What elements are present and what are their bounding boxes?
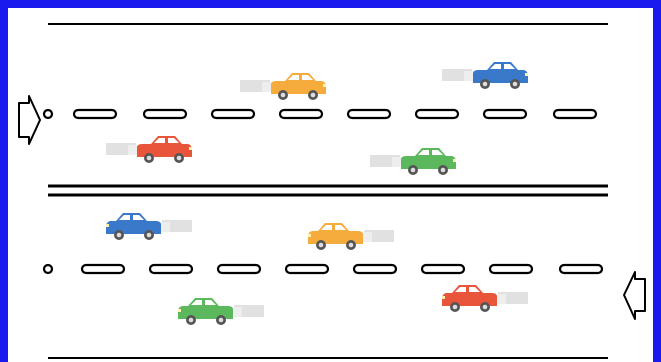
upper-lane-dashes	[44, 110, 596, 118]
motion-trail	[160, 222, 170, 232]
car-wheel-hub	[147, 156, 152, 161]
car-wheel-hub	[483, 82, 488, 87]
car-headlight	[323, 84, 326, 87]
car-headlight	[453, 159, 456, 162]
car-wheel-hub	[189, 318, 194, 323]
motion-trail	[232, 307, 242, 317]
car-headlight	[189, 147, 192, 150]
car-blue	[442, 62, 528, 89]
lane-dash	[74, 110, 116, 118]
car-wheel-hub	[411, 168, 416, 173]
lane-dash	[484, 110, 526, 118]
car-wheel-hub	[483, 305, 488, 310]
lane-dash	[82, 265, 124, 273]
lane-dash	[348, 110, 390, 118]
lane-dash	[560, 265, 602, 273]
motion-trail	[392, 157, 402, 167]
car-wheel-hub	[453, 305, 458, 310]
car-green	[178, 298, 264, 325]
car-wheel-hub	[513, 82, 518, 87]
car-wheel-hub	[441, 168, 446, 173]
car-blue	[106, 213, 192, 240]
lane-dash	[44, 110, 52, 118]
lane-dash	[218, 265, 260, 273]
car-wheel-hub	[117, 233, 122, 238]
car-wheel-hub	[177, 156, 182, 161]
car-green	[370, 148, 456, 175]
lower-lane-dashes	[44, 265, 602, 273]
lane-dash	[212, 110, 254, 118]
lane-dash	[416, 110, 458, 118]
car-wheel-hub	[147, 233, 152, 238]
motion-trail	[128, 145, 138, 155]
car-wheel-hub	[311, 93, 316, 98]
car-wheel-hub	[219, 318, 224, 323]
lane-dash	[422, 265, 464, 273]
car-headlight	[442, 296, 445, 299]
car-headlight	[178, 309, 181, 312]
lane-dash	[150, 265, 192, 273]
motion-trail	[496, 294, 506, 304]
lane-dash	[280, 110, 322, 118]
lane-dash	[554, 110, 596, 118]
car-headlight	[525, 73, 528, 76]
motion-trail	[464, 71, 474, 81]
car-orange	[240, 73, 326, 100]
car-wheel-hub	[319, 243, 324, 248]
car-headlight	[106, 224, 109, 227]
right-direction-arrow-icon	[19, 96, 40, 144]
car-wheel-hub	[281, 93, 286, 98]
car-headlight	[308, 234, 311, 237]
car-red	[106, 136, 192, 163]
left-direction-arrow-icon	[624, 272, 645, 319]
lane-dash	[490, 265, 532, 273]
car-wheel-hub	[349, 243, 354, 248]
lane-dash	[44, 265, 52, 273]
car-red	[442, 285, 528, 312]
lane-dash	[286, 265, 328, 273]
motion-trail	[362, 232, 372, 242]
car-orange	[308, 223, 394, 250]
lane-dash	[144, 110, 186, 118]
lane-dash	[354, 265, 396, 273]
motion-trail	[262, 82, 272, 92]
